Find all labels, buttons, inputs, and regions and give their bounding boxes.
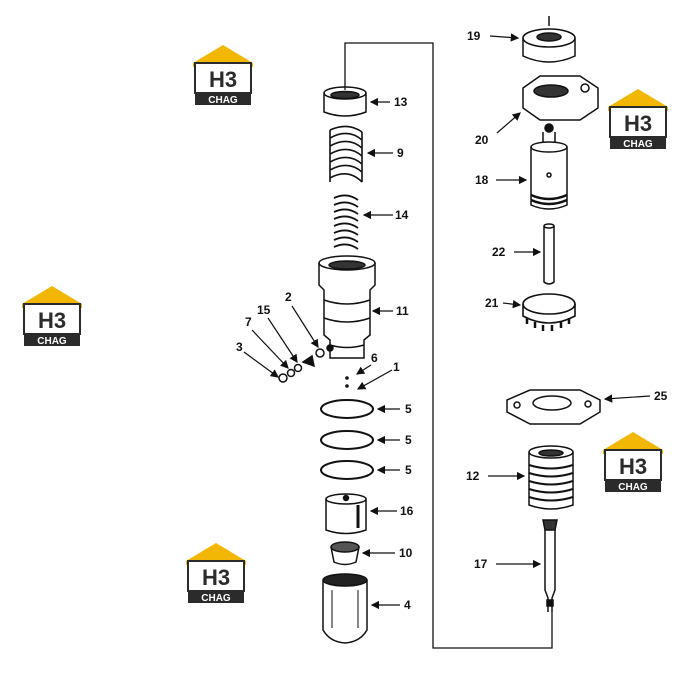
logo-word: CHAG <box>37 336 67 347</box>
part-5-oring-1 <box>320 399 374 419</box>
logo-word: CHAG <box>208 95 238 106</box>
label-3: 3 <box>236 340 243 354</box>
label-11: 11 <box>396 304 409 318</box>
label-25: 25 <box>654 389 668 403</box>
label-9: 9 <box>397 146 404 160</box>
part-10-nozzle <box>330 541 360 566</box>
logo-h3-chag: H3 CHAG <box>186 543 246 604</box>
label-18: 18 <box>475 173 489 187</box>
label-12: 12 <box>466 469 480 483</box>
assembly-connector-line <box>344 42 553 649</box>
label-5-b: 5 <box>405 433 412 447</box>
label-2: 2 <box>285 290 292 304</box>
label-1: 1 <box>393 360 400 374</box>
part-17-rod <box>542 519 558 612</box>
part-5-oring-2 <box>320 430 374 450</box>
logo-word: CHAG <box>201 593 231 604</box>
label-10: 10 <box>399 546 413 560</box>
label-7: 7 <box>245 315 252 329</box>
part-19-lock-nut <box>522 16 576 63</box>
part-12-sleeve <box>528 445 574 510</box>
label-21: 21 <box>485 296 499 310</box>
part-11-body <box>318 255 376 359</box>
part-4-nut <box>322 573 368 644</box>
label-20: 20 <box>475 133 489 147</box>
part-22-plunger <box>543 223 555 285</box>
label-4: 4 <box>404 598 411 612</box>
part-5-oring-3 <box>320 460 374 480</box>
label-22: 22 <box>492 245 506 259</box>
part-14-spring <box>333 194 359 250</box>
label-13: 13 <box>394 95 408 109</box>
logo-h3-chag: H3 CHAG <box>193 45 253 106</box>
logo-mark: H3 <box>202 565 230 590</box>
part-13-cap <box>323 86 367 117</box>
part-number-labels: 13 9 14 11 2 15 7 3 6 1 5 5 5 16 10 4 19… <box>236 29 668 612</box>
label-15: 15 <box>257 303 271 317</box>
part-20-flange <box>522 75 599 121</box>
label-19: 19 <box>467 29 481 43</box>
part-9-spring <box>329 125 363 183</box>
logo-mark: H3 <box>38 308 66 333</box>
label-6: 6 <box>371 351 378 365</box>
part-18-barrel <box>530 123 568 210</box>
part-25-plate <box>506 389 601 425</box>
logo-h3-chag: H3 CHAG <box>608 89 668 150</box>
label-5-a: 5 <box>405 402 412 416</box>
logo-mark: H3 <box>209 67 237 92</box>
logo-h3-chag: H3 CHAG <box>603 432 663 493</box>
logo-mark: H3 <box>619 454 647 479</box>
part-16-valve-block <box>325 493 367 535</box>
label-17: 17 <box>474 557 488 571</box>
label-14: 14 <box>395 208 409 222</box>
part-1-pin <box>345 376 349 388</box>
logo-h3-chag: H3 CHAG <box>22 286 82 347</box>
small-parts-group <box>278 348 325 383</box>
logo-word: CHAG <box>623 139 653 150</box>
leader-lines <box>243 33 651 610</box>
logo-word: CHAG <box>618 482 648 493</box>
logo-mark: H3 <box>624 111 652 136</box>
part-21-gear-ring <box>522 293 576 331</box>
label-5-c: 5 <box>405 463 412 477</box>
label-16: 16 <box>400 504 414 518</box>
